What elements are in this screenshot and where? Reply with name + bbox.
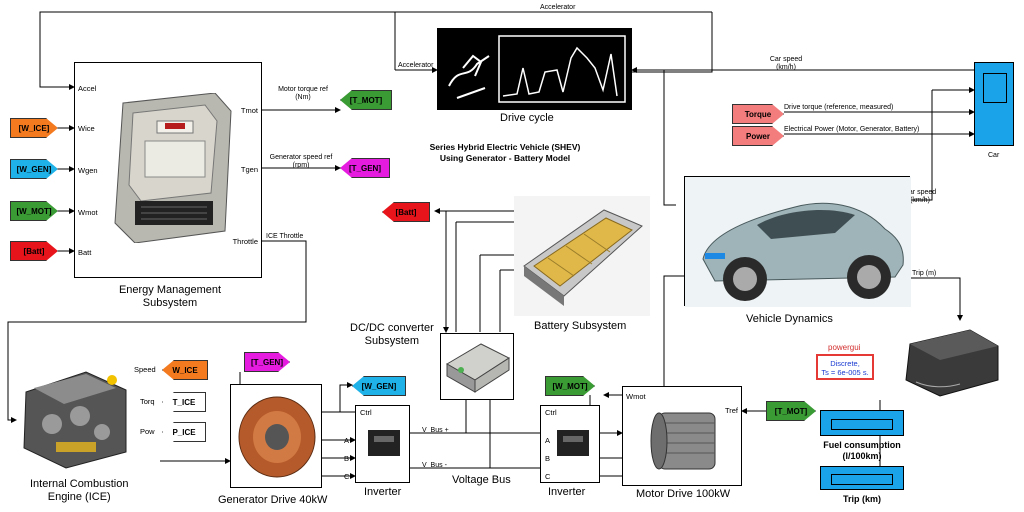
torque-tag[interactable]: Torque <box>732 104 784 124</box>
car-image <box>685 177 911 307</box>
dcdc-caption: DC/DC converter Subsystem <box>350 322 434 347</box>
generator-image <box>238 396 316 478</box>
from-t-mot[interactable]: [T_MOT] <box>766 401 816 421</box>
fuel-consumption-value <box>831 419 893 430</box>
battery-image <box>523 209 643 306</box>
car-speed-top-label: Car speed (km/h) <box>769 56 803 71</box>
battery-block[interactable] <box>514 196 650 316</box>
port-tmot: Tmot <box>240 106 258 115</box>
port-tgen: Tgen <box>240 165 258 174</box>
trip-label: Trip (m) <box>912 270 937 277</box>
drive-cycle-port: Accelerator <box>398 62 434 69</box>
inverter-gen-port-a: A <box>344 436 350 445</box>
ice-block[interactable] <box>16 362 134 472</box>
inverter-mot-image <box>557 430 589 456</box>
dcdc-image <box>446 343 511 393</box>
ice-port-speed: Speed <box>134 365 156 374</box>
motor-caption: Motor Drive 100kW <box>636 488 731 500</box>
port-wice: Wice <box>78 124 95 133</box>
from-w-ice[interactable]: [W_ICE] <box>10 118 58 138</box>
ice-caption: Internal Combustion Engine (ICE) <box>30 478 129 503</box>
port-accel: Accel <box>78 84 97 93</box>
car-scope-caption: Car <box>988 152 1000 159</box>
drive-cycle-graphic <box>448 35 626 103</box>
drive-torque-label: Drive torque (reference, measured) <box>784 104 894 111</box>
from-t-gen[interactable]: [T_GEN] <box>244 352 290 372</box>
goto-p-ice[interactable]: P_ICE <box>162 422 206 442</box>
generator-caption: Generator Drive 40kW <box>218 494 328 506</box>
goto-batt[interactable]: [Batt] <box>382 202 430 222</box>
fuel-consumption-display <box>820 410 904 436</box>
car-scope[interactable] <box>974 62 1014 146</box>
inverter-gen-caption: Inverter <box>364 486 402 498</box>
model-title-line1: Series Hybrid Electric Vehicle (SHEV) <box>429 142 581 152</box>
inverter-mot-port-c: C <box>545 472 551 481</box>
port-wgen: Wgen <box>78 166 98 175</box>
inverter-gen-image <box>368 430 400 456</box>
inverter-mot-port-a: A <box>545 436 551 445</box>
powergui-line2: Ts = 6e-005 s. <box>821 368 869 377</box>
engine-image <box>23 371 127 469</box>
fuel-consumption-caption: Fuel consumption (l/100km) <box>823 440 901 461</box>
powergui-block[interactable]: Discrete, Ts = 6e-005 s. <box>816 354 874 380</box>
inverter-gen-port-c: C <box>344 472 350 481</box>
v-bus-plus-label: V_Bus + <box>422 427 449 434</box>
inverter-gen-block[interactable]: Ctrl A B C <box>344 405 410 483</box>
ice-throttle-label: ICE Throttle <box>266 233 304 240</box>
motor-port-wmot: Wmot <box>626 392 646 401</box>
accelerator-label: Accelerator <box>540 4 576 11</box>
motor-port-tref: Tref <box>724 406 738 415</box>
fuel-tank-block[interactable] <box>900 324 1004 400</box>
powergui-title: powergui <box>828 343 861 352</box>
motor-image <box>650 412 716 470</box>
generator-block[interactable] <box>230 384 322 488</box>
car-scope-screen <box>983 73 1007 103</box>
model-title: Series Hybrid Electric Vehicle (SHEV) Us… <box>394 142 616 164</box>
goto-t-mot[interactable]: [T_MOT] <box>340 90 392 110</box>
inverter-mot-block[interactable]: Ctrl A B C <box>540 405 600 483</box>
drive-cycle-block[interactable] <box>437 28 632 110</box>
port-wmot: Wmot <box>78 208 98 217</box>
v-bus-minus-label: V_Bus - <box>422 462 447 469</box>
goto-t-gen[interactable]: [T_GEN] <box>340 158 390 178</box>
drive-cycle-caption: Drive cycle <box>500 112 554 124</box>
powergui-line1: Discrete, <box>830 359 860 368</box>
electrical-power-label: Electrical Power (Motor, Generator, Batt… <box>784 126 920 133</box>
inverter-gen-port-b: B <box>344 454 350 463</box>
port-batt: Batt <box>78 248 92 257</box>
ecu-image <box>114 93 232 243</box>
inverter-mot-port-ctrl: Ctrl <box>545 408 557 417</box>
trip-display-caption: Trip (km) <box>842 494 881 504</box>
inverter-gen-port-ctrl: Ctrl <box>360 408 372 417</box>
goto-w-gen[interactable]: [W_GEN] <box>352 376 406 396</box>
from-w-mot[interactable]: [W_MOT] <box>10 201 58 221</box>
ice-port-torq: Torq <box>140 397 155 406</box>
from-w-gen[interactable]: [W_GEN] <box>10 159 58 179</box>
motor-block[interactable]: Wmot Tref <box>622 386 742 486</box>
inverter-mot-port-b: B <box>545 454 551 463</box>
vehicle-dynamics-block[interactable] <box>684 176 911 307</box>
battery-caption: Battery Subsystem <box>534 320 627 332</box>
trip-display <box>820 466 904 490</box>
energy-management-block[interactable]: Accel Wice Wgen Wmot Batt Tmot Tgen Thro… <box>74 62 262 278</box>
dcdc-block[interactable] <box>440 333 514 400</box>
voltage-bus-label: Voltage Bus <box>452 474 511 486</box>
fuel-tank-image <box>905 329 999 397</box>
trip-value <box>831 474 893 485</box>
power-tag[interactable]: Power <box>732 126 784 146</box>
ice-port-pow: Pow <box>140 427 155 436</box>
from-w-mot[interactable]: [W_MOT] <box>545 376 595 396</box>
model-title-line2: Using Generator - Battery Model <box>439 153 571 163</box>
from-batt[interactable]: [Batt] <box>10 241 58 261</box>
goto-w-ice[interactable]: W_ICE <box>162 360 208 380</box>
port-throttle: Throttle <box>232 237 258 246</box>
energy-management-caption: Energy Management Subsystem <box>118 284 222 309</box>
motor-torque-ref-label: Motor torque ref (Nm) <box>278 86 328 101</box>
vehicle-dynamics-caption: Vehicle Dynamics <box>746 313 833 325</box>
generator-speed-ref-label: Generator speed ref (rpm) <box>269 154 333 169</box>
goto-t-ice[interactable]: T_ICE <box>162 392 206 412</box>
inverter-mot-caption: Inverter <box>548 486 586 498</box>
